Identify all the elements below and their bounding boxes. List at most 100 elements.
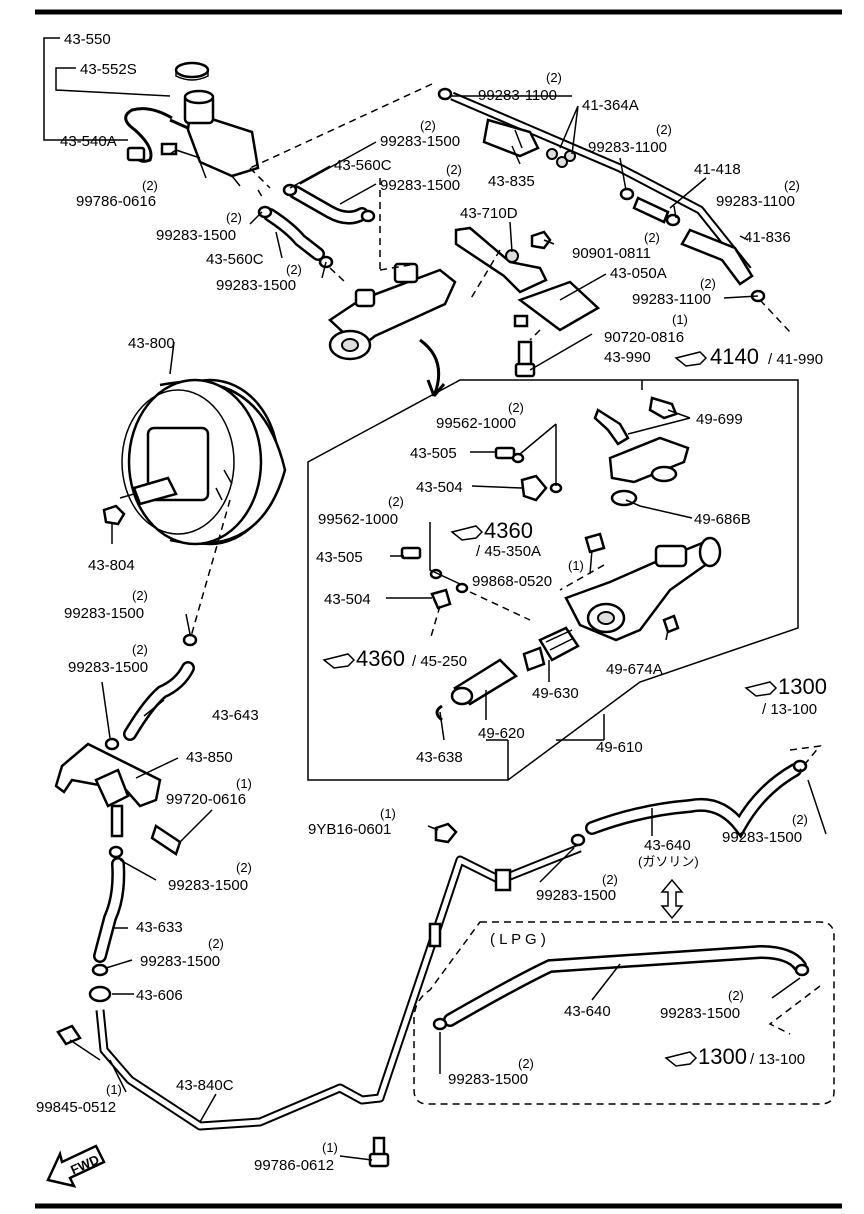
qty-99283-1500-l: (2) xyxy=(518,1056,534,1071)
label-99283-1100-a: 99283-1100 xyxy=(478,87,557,104)
reservoir-wire-harness xyxy=(124,107,173,163)
master-cylinder[interactable] xyxy=(327,262,457,361)
label-90720-0816: 90720-0816 xyxy=(604,329,684,346)
clip-41-364a[interactable] xyxy=(546,148,576,168)
label-43-505-a: 43-505 xyxy=(410,445,457,462)
bleeder-99868-0520[interactable] xyxy=(584,532,606,554)
union-bolts-43-505[interactable] xyxy=(400,446,516,560)
bolt-90720-0816[interactable] xyxy=(514,340,536,378)
pipe-clip-43-840c[interactable] xyxy=(428,868,512,948)
hose-43-640-lpg-inner xyxy=(445,947,805,1025)
qty-99283-1100-a: (2) xyxy=(546,70,562,85)
inset-guide-dashed xyxy=(429,564,605,641)
nut-90901-0811[interactable] xyxy=(530,230,552,250)
ref-4360-b: 4360 xyxy=(356,646,405,671)
check-valve-43-835[interactable] xyxy=(482,118,540,158)
clamp-43-606-area[interactable] xyxy=(88,963,112,1003)
label-43-640-a: 43-640 xyxy=(644,837,691,854)
bolt-99845-0512[interactable] xyxy=(56,1024,101,1061)
label-99283-1500-c: 99283-1500 xyxy=(156,227,236,244)
label-43-552s: 43-552S xyxy=(80,61,137,78)
ref-1300-a: 1300 xyxy=(778,674,827,699)
brake-booster-43-800[interactable] xyxy=(119,378,287,546)
label-43-633: 43-633 xyxy=(136,919,183,936)
vacuum-check-valve-41-418[interactable] xyxy=(632,196,670,224)
nut-9yb16-0601[interactable] xyxy=(434,822,458,844)
label-99283-1500-d: 99283-1500 xyxy=(216,277,296,294)
hand-pointer-icon xyxy=(664,1051,698,1067)
qty-99283-1500-d: (2) xyxy=(286,262,302,277)
label-99283-1100-d: 99283-1100 xyxy=(632,291,711,308)
label-99283-1500-f: 99283-1500 xyxy=(68,659,148,676)
label-49-686b: 49-686B xyxy=(694,511,751,528)
qty-9yb16-0601: (1) xyxy=(380,806,396,821)
label-99283-1100-b: 99283-1100 xyxy=(588,139,667,156)
vacuum-clamps[interactable] xyxy=(437,87,766,303)
clamps-lpg[interactable] xyxy=(432,963,810,1031)
grommets-49-686b[interactable] xyxy=(610,465,678,507)
bracket-43-710d[interactable] xyxy=(454,226,548,294)
plug-49-674a[interactable] xyxy=(662,614,680,634)
hand-pointer-icon xyxy=(322,653,356,669)
label-43-804: 43-804 xyxy=(88,557,135,574)
label-lpg: ( L P G ) xyxy=(490,931,546,948)
nut-43-804[interactable] xyxy=(102,504,126,526)
label-99283-1500-b: 99283-1500 xyxy=(380,177,460,194)
label-49-620: 49-620 xyxy=(478,725,525,742)
reservoir-connector[interactable] xyxy=(126,146,146,162)
label-99283-1500-h: 99283-1500 xyxy=(536,887,616,904)
clamps-43-640[interactable] xyxy=(570,759,808,847)
label-43-643: 43-643 xyxy=(212,707,259,724)
reservoir-bolt[interactable] xyxy=(160,142,201,159)
qty-99562-1000-a: (2) xyxy=(508,400,524,415)
swap-arrow-icon xyxy=(660,878,684,920)
gasoline-guide-dashed xyxy=(789,745,822,771)
lpg-guide-dashed xyxy=(768,985,821,1035)
bracket-43-050a[interactable] xyxy=(513,280,601,332)
clutch-master-cylinder-49-610[interactable] xyxy=(564,536,722,642)
label-43-505-b: 43-505 xyxy=(316,549,363,566)
qty-99786-0612: (1) xyxy=(322,1140,338,1155)
label-43-710d: 43-710D xyxy=(460,205,518,222)
label-43-560c-b: 43-560C xyxy=(206,251,264,268)
brake-reservoir[interactable] xyxy=(169,89,260,187)
qty-99283-1500-f: (2) xyxy=(132,642,148,657)
inset-box-clutch-master xyxy=(307,379,799,781)
label-99786-0616: 99786-0616 xyxy=(76,193,156,210)
bolt-99786-0612[interactable] xyxy=(368,1136,390,1168)
label-99786-0612: 99786-0612 xyxy=(254,1157,334,1174)
qty-99845-0512: (1) xyxy=(106,1082,122,1097)
ref-13-100-b: / 13-100 xyxy=(750,1051,805,1068)
piston-49-630[interactable] xyxy=(522,626,580,672)
reservoir-cap[interactable] xyxy=(174,61,210,81)
qty-99283-1500-b: (2) xyxy=(446,162,462,177)
qty-99786-0616: (2) xyxy=(142,178,158,193)
bracket-43-850[interactable] xyxy=(54,742,162,838)
vacuum-hose-41-836[interactable] xyxy=(680,228,754,286)
hand-pointer-icon xyxy=(744,681,778,697)
qty-99868-0520: (1) xyxy=(568,558,584,573)
fittings-43-504[interactable] xyxy=(430,474,548,610)
hand-pointer-icon xyxy=(450,525,484,541)
clamps-left[interactable] xyxy=(104,633,198,859)
leader-lines xyxy=(43,37,827,1161)
fwd-arrow-icon xyxy=(46,1144,106,1188)
label-43-504-a: 43-504 xyxy=(416,479,463,496)
label-43-638: 43-638 xyxy=(416,749,463,766)
vacuum-hose-43-835-inner xyxy=(451,93,750,272)
guide-lines-top xyxy=(249,83,791,341)
reservoir-parts-49-699[interactable] xyxy=(593,396,690,484)
bolt-99720-0616[interactable] xyxy=(150,824,182,856)
qty-99283-1500-j: (2) xyxy=(208,936,224,951)
label-43-800: 43-800 xyxy=(128,335,175,352)
label-99283-1500-j: 99283-1500 xyxy=(140,953,220,970)
pushrod-49-620[interactable] xyxy=(450,658,519,706)
label-43-606: 43-606 xyxy=(136,987,183,1004)
qty-99283-1100-d: (2) xyxy=(700,276,716,291)
qty-99283-1500-h: (2) xyxy=(602,872,618,887)
label-43-504-b: 43-504 xyxy=(324,591,371,608)
ref-13-100-a: / 13-100 xyxy=(762,701,817,718)
booster-guide-dashed xyxy=(189,499,231,641)
label-41-364a: 41-364A xyxy=(582,97,639,114)
